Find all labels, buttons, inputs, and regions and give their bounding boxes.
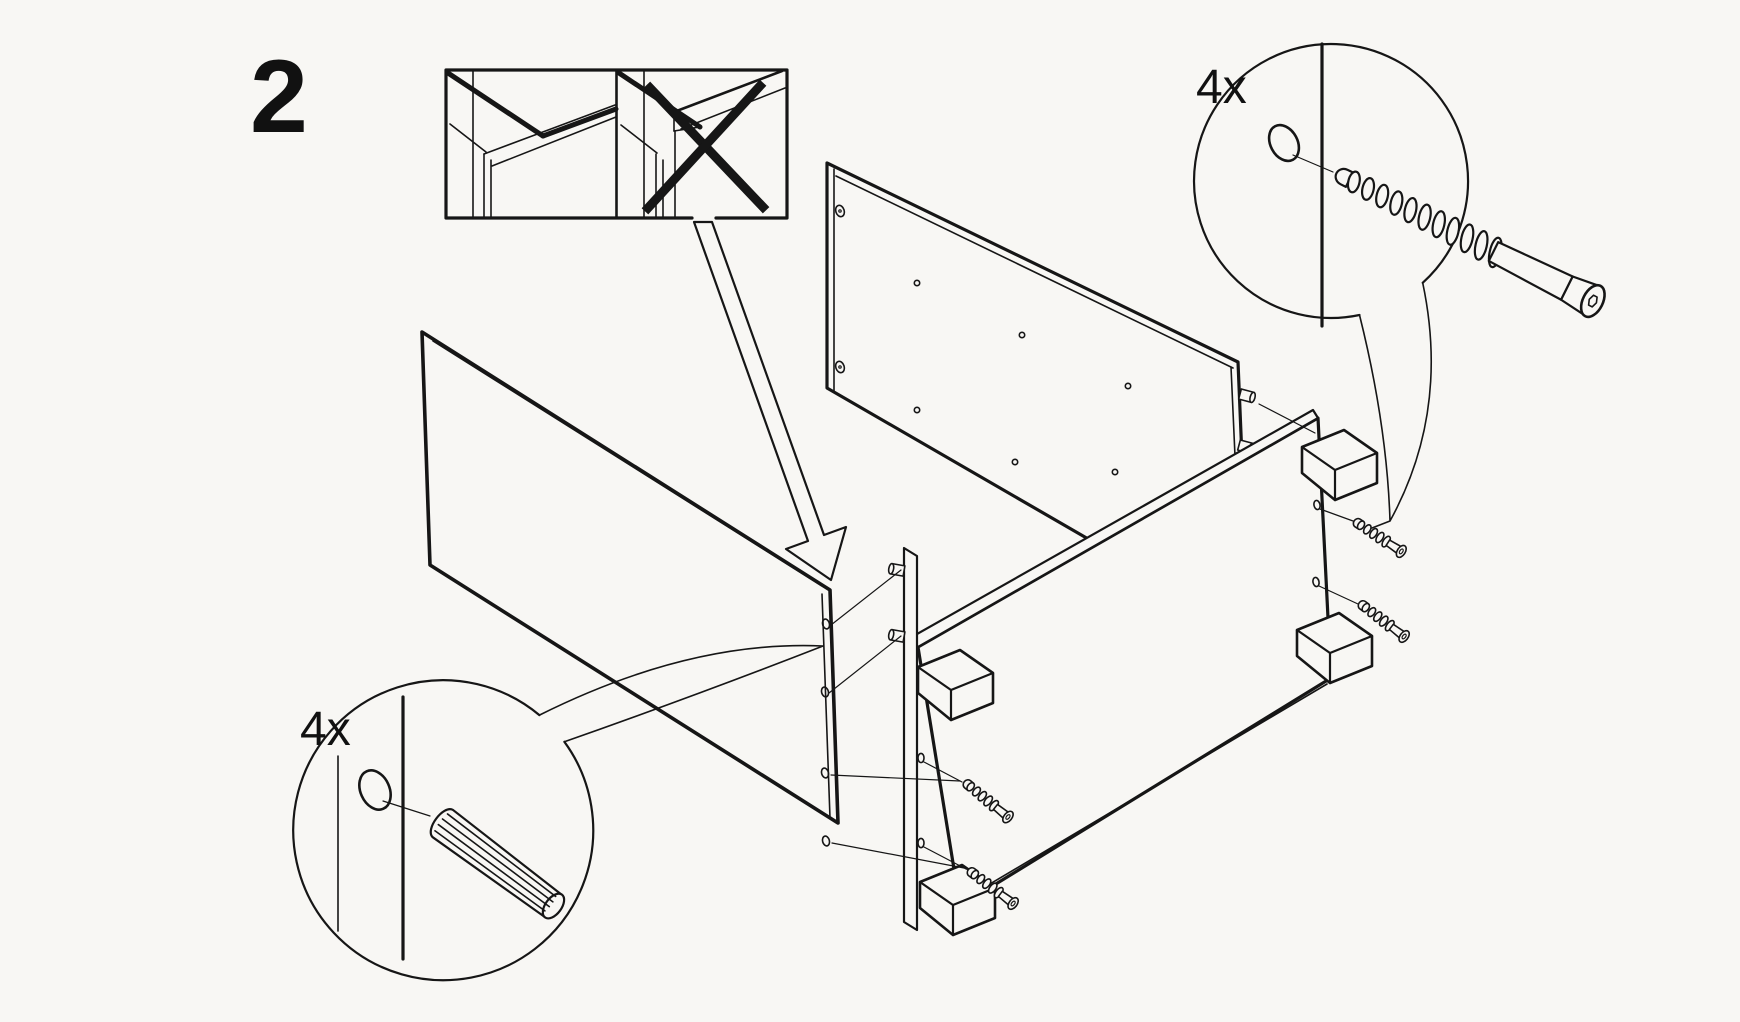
right-panel-screw-hole <box>1313 499 1321 511</box>
back-panel-pilot-holes <box>913 279 1132 476</box>
callout-circle <box>292 679 595 982</box>
drill-hole-icon <box>358 769 392 811</box>
step-number: 2 <box>250 39 306 155</box>
assembly-guide-lines <box>828 403 1359 870</box>
front-panel-screw-hole <box>917 752 925 764</box>
screw-callout: 4x <box>1192 42 1606 529</box>
countersunk-screw-icon <box>1334 167 1606 319</box>
left-panel-face <box>420 330 840 825</box>
quantity-label: 4x <box>300 703 351 756</box>
pointer-arrow-icon <box>692 220 848 582</box>
callout-leader <box>538 644 824 743</box>
quantity-label: 4x <box>1196 61 1247 114</box>
wood-dowel-icon <box>429 808 566 920</box>
correct-joint-icon <box>445 69 619 219</box>
drill-hole-icon <box>1267 123 1301 163</box>
front-panel-screw-hole <box>917 837 925 849</box>
cross-icon <box>641 79 770 215</box>
incorrect-joint-icon <box>616 69 786 219</box>
back-panel-edge-hole <box>834 204 846 218</box>
front-panel-edge <box>887 546 925 932</box>
left-panel-edge-holes <box>820 618 831 847</box>
callout-circle <box>1192 42 1470 320</box>
dowel-callout: 4x <box>292 644 824 982</box>
back-panel-edge-hole <box>834 360 846 374</box>
detail-inset <box>444 68 789 220</box>
right-panel-screw-hole <box>1312 576 1320 588</box>
left-side-panel <box>420 330 840 847</box>
callout-leader <box>1358 282 1433 529</box>
